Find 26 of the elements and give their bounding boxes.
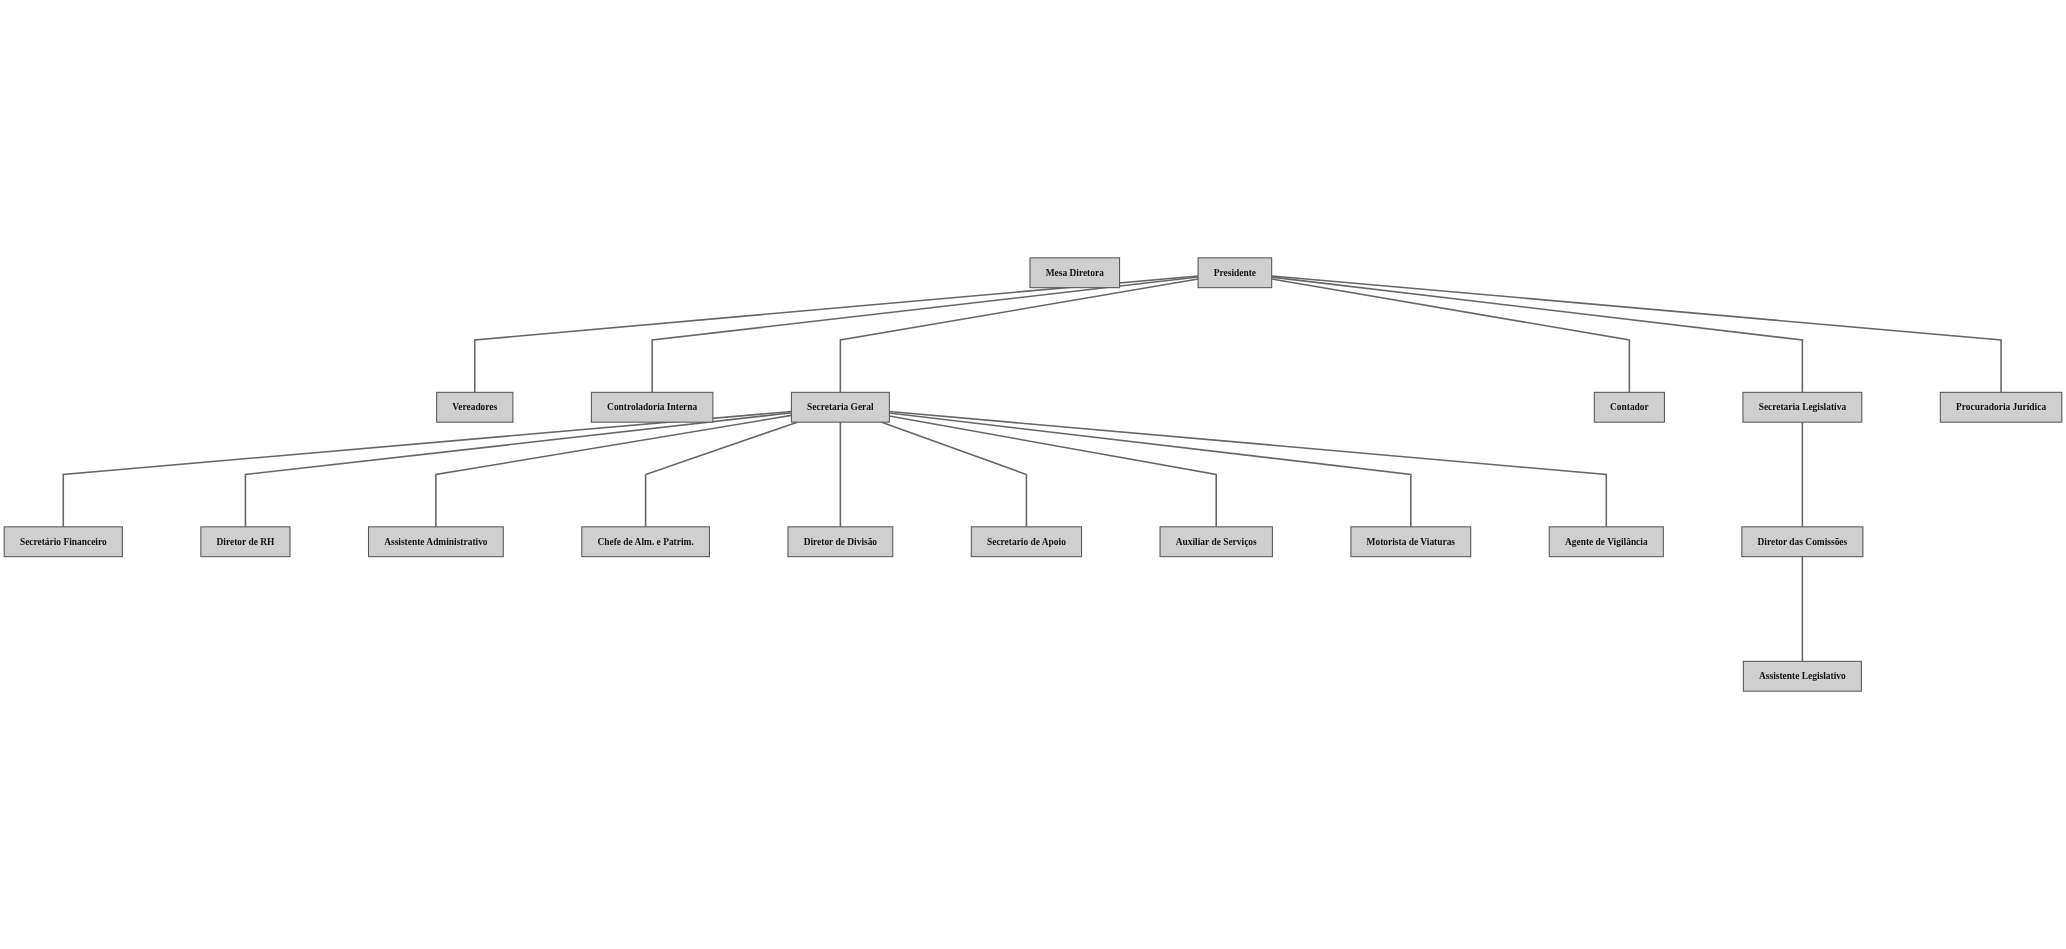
- connector: [1801, 421, 1804, 528]
- node-box: Presidente: [1197, 257, 1273, 289]
- node-box: Diretor de RH: [200, 526, 291, 558]
- node-box: Contador: [1593, 391, 1665, 423]
- node-box: Controladoria Interna: [590, 391, 714, 423]
- node-box: Secretario de Apoio: [970, 526, 1083, 558]
- connector: [839, 421, 842, 528]
- node-box: Agente de Vigilância: [1548, 526, 1664, 558]
- node-box: Procuradoria Jurídica: [1939, 391, 2063, 423]
- node-box: Secretaria Geral: [790, 391, 890, 423]
- connector: [1801, 555, 1804, 663]
- connector: [839, 278, 1199, 394]
- node-box: Secretaria Legislativa: [1742, 391, 1863, 423]
- node-box: Diretor de Divisão: [787, 526, 894, 558]
- node-box: Vereadores: [436, 391, 514, 423]
- node-box: Assistente Administrativo: [367, 526, 504, 558]
- node-box: Assistente Legislativo: [1742, 660, 1862, 692]
- connector: [474, 275, 1199, 394]
- node-box: Motorista de Viaturas: [1350, 526, 1472, 558]
- node-box: Secretário Financeiro: [3, 526, 123, 558]
- node-box: Mesa Diretora: [1029, 257, 1121, 289]
- node-box: Diretor das Comissões: [1741, 526, 1864, 558]
- connector: [651, 276, 1199, 394]
- node-box: Chefe de Alm. e Patrim.: [581, 526, 710, 558]
- node-box: Auxiliar de Serviços: [1159, 526, 1273, 558]
- connector: [644, 421, 798, 528]
